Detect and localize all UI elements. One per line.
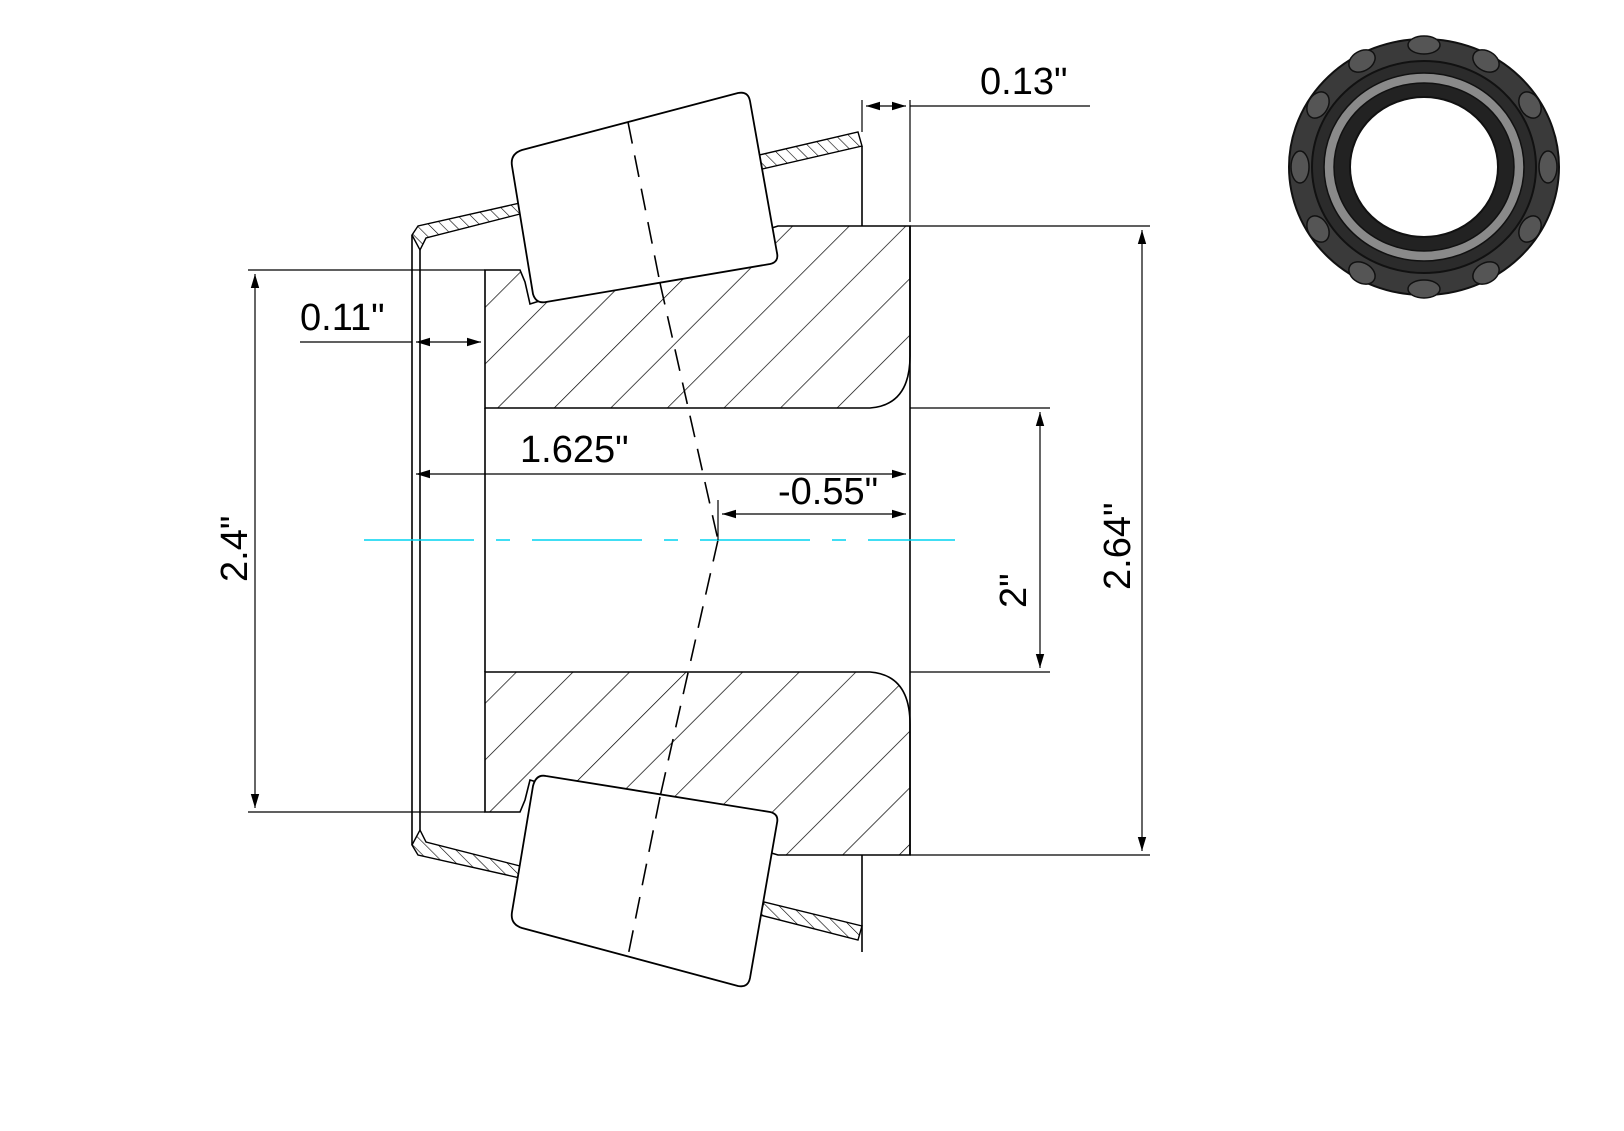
tapered-roller-bearing-cone-icon [1288, 35, 1560, 299]
dim-label-1-625: 1.625" [520, 429, 629, 471]
dim-label-2-64: 2.64" [1097, 503, 1139, 590]
dim-cage-offset-left: 0.11" [300, 297, 481, 347]
dim-outer-diameter-right: 2.64" [910, 225, 1150, 856]
roller-lower [510, 774, 779, 988]
dim-cage-thickness-top: 0.13" [861, 61, 1090, 222]
roller-axis-lines [659, 282, 719, 798]
roller-upper [510, 91, 779, 304]
dim-label-2-4: 2.4" [214, 516, 256, 582]
dim-outer-diameter-left: 2.4" [214, 269, 485, 813]
dim-label-0-11: 0.11" [300, 297, 385, 339]
cone-section-lower [484, 671, 911, 856]
dim-label-0-13: 0.13" [980, 61, 1067, 103]
cage-lower [411, 828, 863, 952]
dim-overall-length: 1.625" [416, 429, 906, 479]
dim-bore-diameter: 2" [910, 407, 1050, 673]
dim-apex-offset: -0.55" [717, 471, 906, 540]
dim-label-2: 2" [993, 573, 1035, 608]
dim-label-neg-0-55: -0.55" [778, 471, 878, 513]
